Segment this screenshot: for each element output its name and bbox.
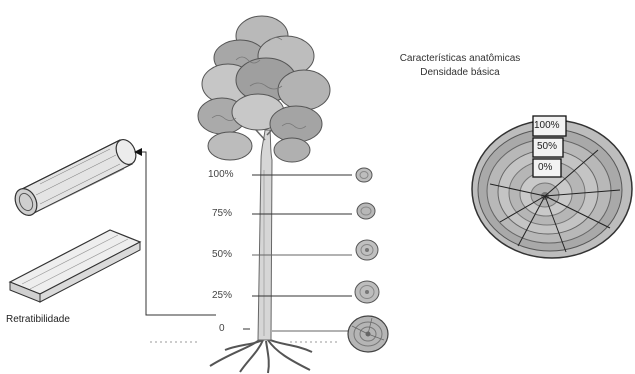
stem-disk-icon [348, 168, 388, 352]
level-label-50: 50% [212, 249, 232, 260]
level-label-25: 25% [212, 290, 232, 301]
ring-label-50: 50% [537, 141, 557, 152]
level-label-75: 75% [212, 208, 232, 219]
level-label-0: 0 [219, 323, 225, 334]
disk-0 [348, 316, 388, 352]
retratibilidade-label: Retratibilidade [6, 314, 70, 325]
level-label-100: 100% [208, 169, 234, 180]
disk-100 [356, 168, 372, 182]
plank-icon [10, 230, 140, 302]
disk-75 [357, 203, 375, 219]
ring-label-100: 100% [534, 120, 560, 131]
ring-label-0: 0% [538, 162, 552, 173]
disk-50 [356, 240, 378, 260]
arrow-icon [134, 148, 216, 315]
tree-icon [150, 16, 340, 373]
log-icon [11, 136, 140, 219]
disk-25 [355, 281, 379, 303]
cross-section-icon [472, 116, 632, 258]
